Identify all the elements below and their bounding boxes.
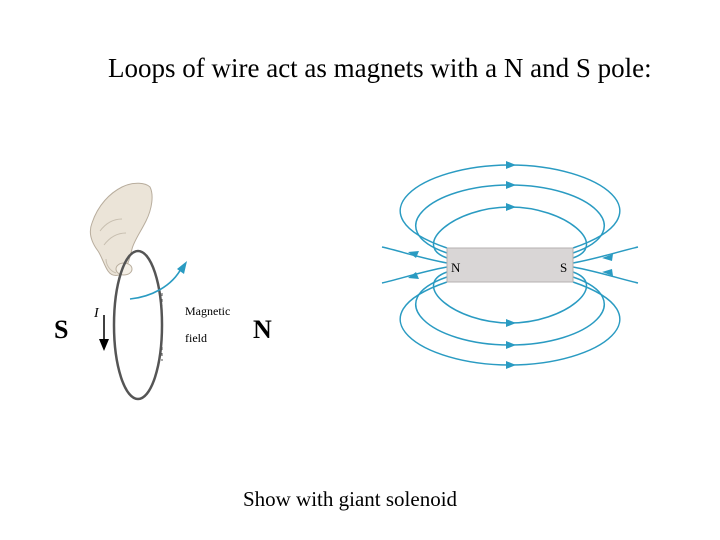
slide-title: Loops of wire act as magnets with a N an… xyxy=(108,53,652,83)
field-line xyxy=(381,266,448,284)
current-loop-figure: I Magnetic field xyxy=(89,182,230,401)
loop-south-pole-label: S xyxy=(54,315,69,344)
field-arrow-head-icon xyxy=(177,261,187,274)
field-arrow-icon xyxy=(506,341,516,349)
field-arrow-icon xyxy=(506,181,516,189)
field-arrow-icon xyxy=(506,161,516,169)
field-line xyxy=(415,184,605,254)
bar-magnet-north-label: N xyxy=(451,260,461,275)
field-line xyxy=(381,246,448,264)
field-arrow xyxy=(129,266,183,300)
field-arrow-icon xyxy=(506,361,516,369)
field-line xyxy=(415,276,605,346)
wire-loop xyxy=(112,249,164,401)
field-arrow-icon xyxy=(408,251,419,258)
loop-north-pole-label: N xyxy=(253,315,272,344)
field-arrow-icon xyxy=(602,269,613,276)
field-line xyxy=(572,266,639,284)
hand-icon xyxy=(89,182,153,276)
field-label-line1: Magnetic xyxy=(185,304,230,318)
field-arrow-icon xyxy=(408,272,419,279)
bar-magnet xyxy=(446,247,574,283)
field-line xyxy=(572,246,639,264)
field-label-line2: field xyxy=(185,331,207,345)
current-label: I xyxy=(93,306,100,321)
bar-magnet-south-label: S xyxy=(560,260,567,275)
field-arrow-icon xyxy=(506,319,516,327)
slide-caption: Show with giant solenoid xyxy=(242,487,458,511)
current-arrow-icon xyxy=(99,339,109,351)
bar-magnet-field-diagram: N S xyxy=(381,161,639,369)
field-arrow-icon xyxy=(506,203,516,211)
field-arrow-icon xyxy=(602,254,613,261)
